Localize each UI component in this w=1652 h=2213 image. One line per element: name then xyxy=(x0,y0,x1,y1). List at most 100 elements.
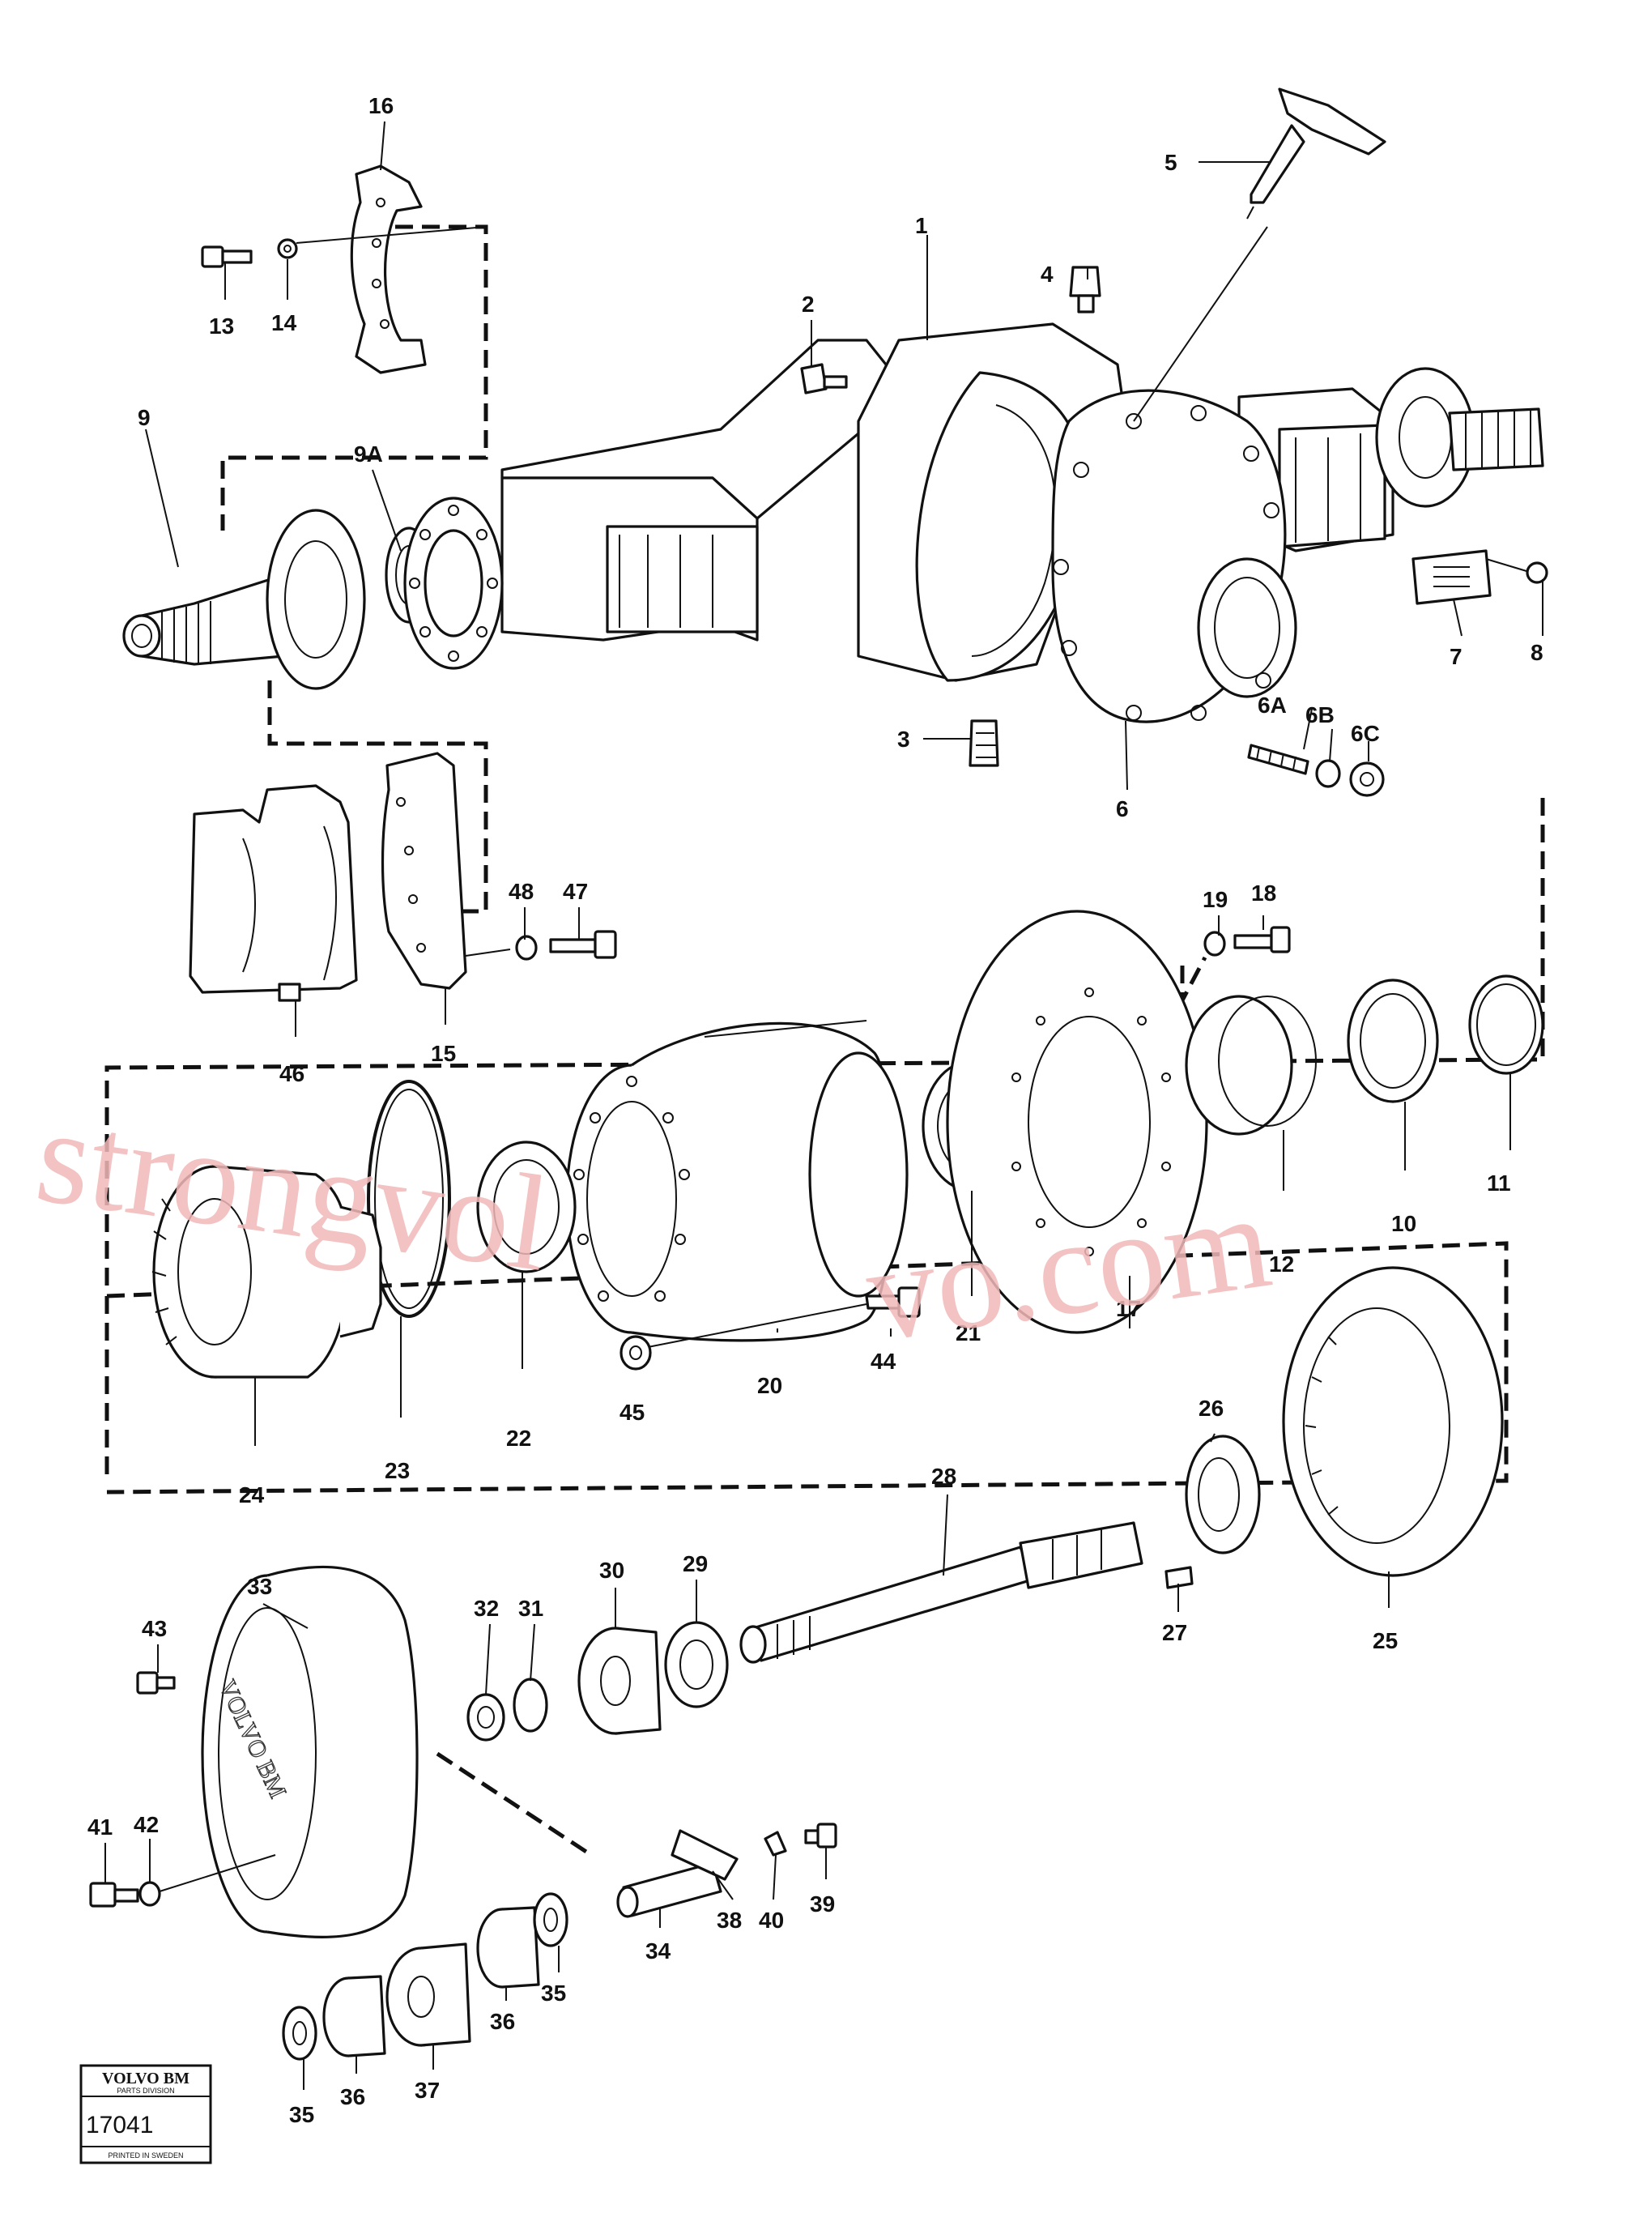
thrust-washer-35-left xyxy=(282,2006,317,2061)
snap-ring-31 xyxy=(513,1678,548,1733)
part-label: 36 xyxy=(340,2084,365,2109)
part-label: 46 xyxy=(279,1061,304,1086)
part-label: 47 xyxy=(563,879,588,904)
flange-ring xyxy=(403,497,504,670)
part-label: 20 xyxy=(757,1373,782,1398)
badge-brand: VOLVO BM xyxy=(102,2070,189,2087)
seal-10 xyxy=(1347,979,1439,1103)
part-label: 6 xyxy=(1116,796,1129,821)
planet-gear-37 xyxy=(385,1942,471,2047)
part-label: 35 xyxy=(289,2102,314,2127)
sensor-4 xyxy=(1069,266,1101,313)
axle-housing-1 xyxy=(500,322,1544,723)
bracket-16 xyxy=(350,164,427,374)
brake-disc-17 xyxy=(946,910,1208,1334)
part-label: 10 xyxy=(1391,1211,1416,1236)
part-label: 8 xyxy=(1531,640,1543,665)
bolt-13-washer-14 xyxy=(201,226,487,268)
part-label: 7 xyxy=(1450,644,1463,669)
gear-30 xyxy=(577,1627,662,1735)
part-label: 30 xyxy=(599,1558,624,1583)
bolt-47-washer-48 xyxy=(465,930,617,961)
nut-32 xyxy=(466,1693,505,1742)
bolt-43 xyxy=(136,1671,176,1695)
part-label: 5 xyxy=(1164,150,1177,175)
watermark-line-2: vo.com xyxy=(858,1165,1279,1371)
badge-division: PARTS DIVISION xyxy=(117,2087,174,2095)
part-label: 29 xyxy=(683,1551,708,1576)
part-label: 37 xyxy=(415,2078,440,2103)
bracket-15 xyxy=(381,752,467,990)
part-label: 3 xyxy=(897,727,910,752)
part-label: 4 xyxy=(1041,262,1054,287)
ring-gear-25 xyxy=(1282,1266,1504,1577)
thrust-washer-35-right xyxy=(533,1892,568,1947)
planet-pin-34 xyxy=(616,1861,722,1918)
needle-bearing-36-left xyxy=(322,1975,386,2057)
part-label: 39 xyxy=(810,1891,835,1917)
part-label: 18 xyxy=(1251,881,1276,906)
planet-carrier-33: VOLVO BM xyxy=(201,1565,419,1938)
bearing-22 xyxy=(476,1141,577,1273)
part-label: 28 xyxy=(931,1464,956,1489)
part-label: 6A xyxy=(1258,693,1287,718)
bolt-41-washer-42 xyxy=(89,1854,276,1908)
bearing-cup-12 xyxy=(1185,995,1317,1136)
part-label: 15 xyxy=(431,1041,456,1066)
needle-bearing-36-right xyxy=(476,1906,540,1989)
part-number-labels: 1 2 3 4 5 6 6A 6B 6C 7 8 9 9A 10 11 12 1… xyxy=(87,93,1543,2127)
collar-26 xyxy=(1185,1435,1261,1554)
bolt-44-nut-45 xyxy=(620,1286,921,1371)
leader-lines xyxy=(104,121,1543,2090)
gear-24 xyxy=(151,1165,382,1379)
ring-11 xyxy=(1468,974,1544,1075)
brake-caliper-46 xyxy=(189,784,358,1002)
plug-3 xyxy=(969,719,999,767)
part-label: 14 xyxy=(271,310,297,335)
parts-division-badge: VOLVO BM PARTS DIVISION 17041 PRINTED IN… xyxy=(79,2064,212,2164)
part-label: 9 xyxy=(138,405,151,430)
bolt-18-washer-19 xyxy=(1203,926,1291,957)
part-label: 40 xyxy=(759,1908,784,1933)
plate-7-screw-8 xyxy=(1411,549,1548,605)
part-label: 16 xyxy=(368,93,394,118)
part-label: 41 xyxy=(87,1814,113,1840)
part-label: 22 xyxy=(506,1426,531,1451)
breather-tool-5 xyxy=(1246,87,1386,220)
screw-27 xyxy=(1164,1566,1194,1589)
part-label: 24 xyxy=(239,1482,265,1507)
part-label: 33 xyxy=(247,1574,272,1599)
part-label: 27 xyxy=(1162,1620,1187,1645)
part-label: 32 xyxy=(474,1596,499,1621)
spindle-9 xyxy=(122,509,366,690)
part-label: 26 xyxy=(1199,1396,1224,1421)
axle-shaft-28 xyxy=(739,1521,1143,1664)
stud-6A-washer-6B-nut-6C xyxy=(1247,744,1385,797)
part-label: 38 xyxy=(717,1908,742,1933)
part-label: 44 xyxy=(871,1349,896,1374)
wheel-hub-20 xyxy=(565,1020,909,1342)
badge-number: 17041 xyxy=(86,2112,153,2138)
part-label: 21 xyxy=(956,1320,981,1345)
lock-plate-38-bolt-39-washer-40 xyxy=(671,1823,837,1881)
part-label: 35 xyxy=(541,1981,566,2006)
thrust-washer-29 xyxy=(664,1621,729,1708)
part-label: 12 xyxy=(1269,1251,1294,1277)
part-label: 2 xyxy=(802,292,815,317)
part-label: 34 xyxy=(645,1938,671,1964)
part-label: 9A xyxy=(354,441,383,467)
part-label: 23 xyxy=(385,1458,410,1483)
plug-2 xyxy=(800,363,848,394)
part-label: 31 xyxy=(518,1596,543,1621)
part-label: 48 xyxy=(509,879,534,904)
part-label: 6C xyxy=(1351,721,1380,746)
part-label: 19 xyxy=(1203,887,1228,912)
part-label: 6B xyxy=(1305,702,1335,727)
part-label: 43 xyxy=(142,1616,167,1641)
part-label: 45 xyxy=(620,1400,645,1425)
part-label: 11 xyxy=(1487,1170,1511,1196)
part-label: 25 xyxy=(1373,1628,1398,1653)
part-label: 17 xyxy=(1116,1296,1141,1321)
badge-printed: PRINTED IN SWEDEN xyxy=(108,2151,183,2160)
